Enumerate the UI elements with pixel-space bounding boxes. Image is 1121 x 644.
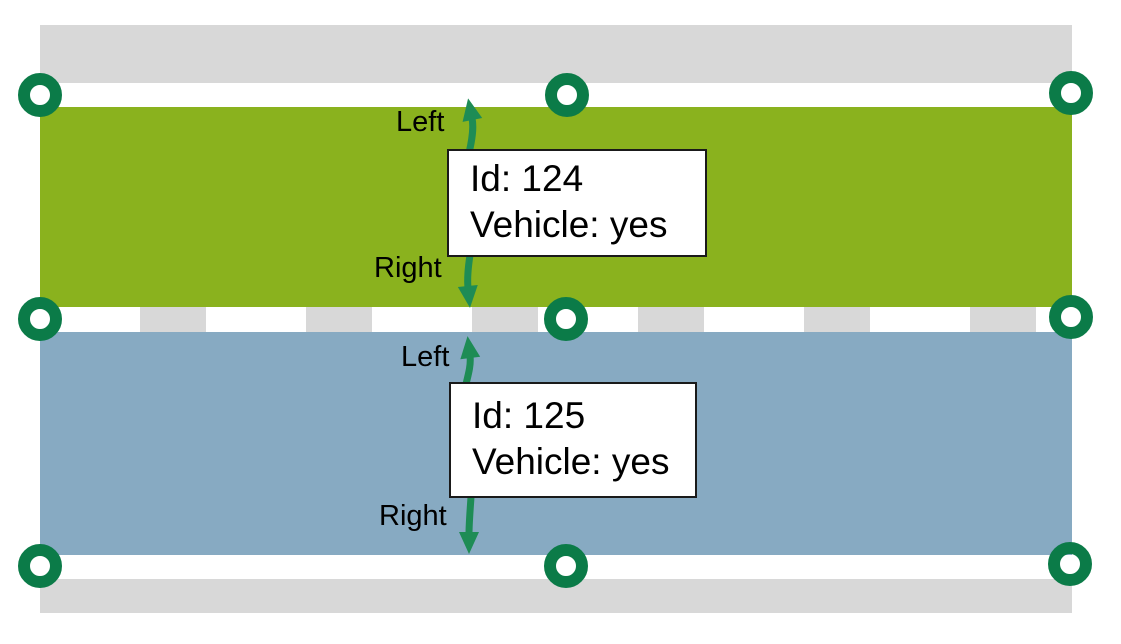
- node-marker-icon: [18, 544, 62, 588]
- lane2-right-boundary-label: Right: [379, 500, 447, 532]
- lane1-vehicle-text: Vehicle: yes: [470, 204, 668, 245]
- node-marker-icon: [18, 297, 62, 341]
- node-marker-icon: [544, 544, 588, 588]
- node-marker-icon: [1049, 295, 1093, 339]
- lane2-info-box: Id: 125 Vehicle: yes: [449, 382, 697, 498]
- node-marker-icon: [544, 297, 588, 341]
- lane1-id-text: Id: 124: [470, 158, 584, 199]
- lane1-right-boundary-label: Right: [374, 252, 442, 284]
- lane1-info-box: Id: 124 Vehicle: yes: [447, 149, 707, 257]
- lane2-id-text: Id: 125: [472, 395, 586, 436]
- lane2-vehicle-text: Vehicle: yes: [472, 441, 670, 482]
- lane2-left-boundary-label: Left: [401, 341, 450, 373]
- lane1-left-boundary-label: Left: [396, 106, 445, 138]
- node-marker-icon: [1049, 71, 1093, 115]
- node-marker-icon: [1048, 542, 1092, 586]
- node-marker-icon: [18, 73, 62, 117]
- node-marker-icon: [545, 73, 589, 117]
